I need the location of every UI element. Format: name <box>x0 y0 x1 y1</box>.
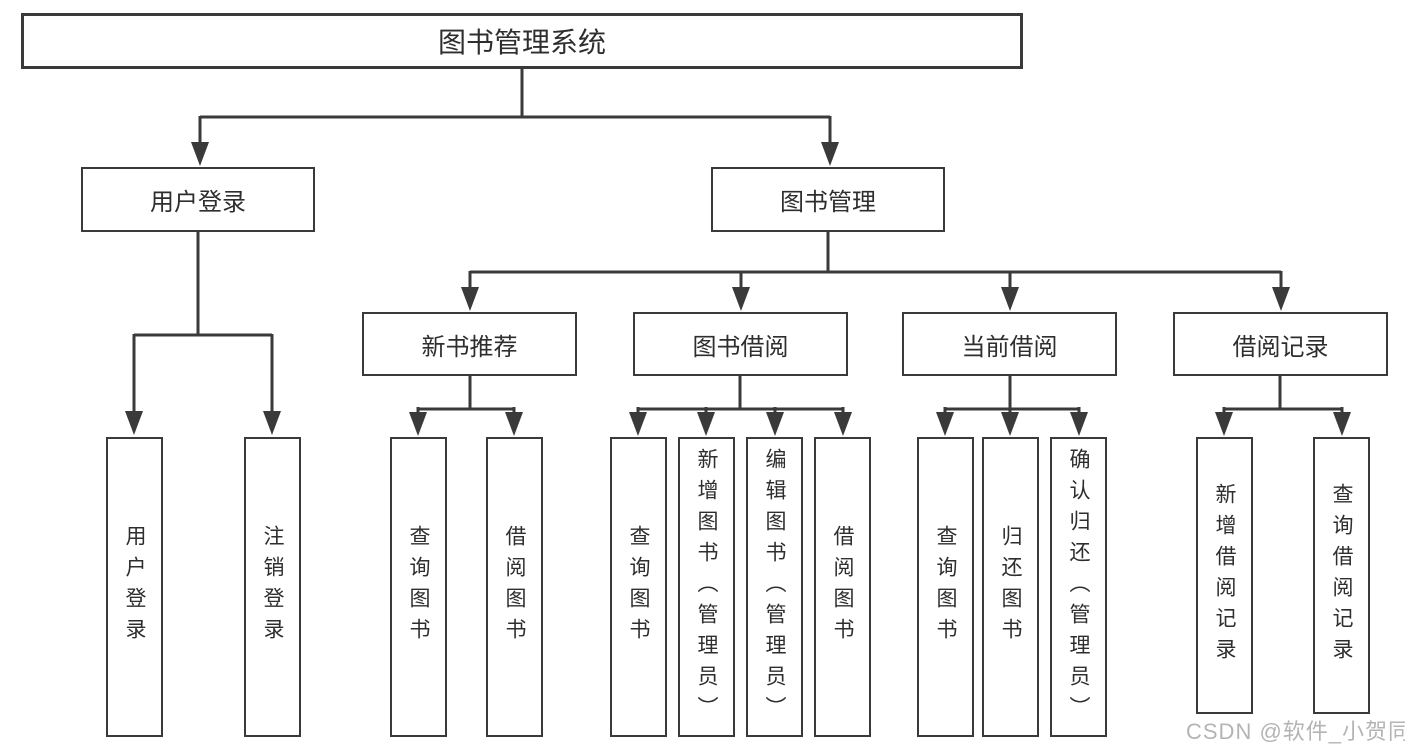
leaf-label: 查询图书 <box>627 525 650 649</box>
node-new-book-recommend: 新书推荐 <box>362 312 577 376</box>
node-user-login: 用户登录 <box>81 167 315 232</box>
leaf-query-books-borrow: 查询图书 <box>610 437 667 737</box>
leaf-query-books-current: 查询图书 <box>917 437 974 737</box>
leaf-label: 新增图书（管理员） <box>695 447 718 727</box>
leaf-label: 编辑图书（管理员） <box>763 447 786 727</box>
leaf-label: 查询图书 <box>407 525 430 649</box>
leaf-query-books-recommend: 查询图书 <box>390 437 447 737</box>
leaf-label: 查询图书 <box>934 525 957 649</box>
leaf-label: 归还图书 <box>999 525 1022 649</box>
leaf-label: 借阅图书 <box>503 525 526 649</box>
node-book-management: 图书管理 <box>711 167 945 232</box>
leaf-add-book-admin: 新增图书（管理员） <box>678 437 735 737</box>
node-current-borrow: 当前借阅 <box>902 312 1117 376</box>
leaf-logout: 注销登录 <box>244 437 301 737</box>
leaf-label: 用户登录 <box>123 525 146 649</box>
csdn-watermark: CSDN @软件_小贺同学 <box>1186 719 1405 744</box>
leaf-borrow-books-recommend: 借阅图书 <box>486 437 543 737</box>
leaf-label: 确认归还（管理员） <box>1067 447 1090 727</box>
leaf-label: 查询借阅记录 <box>1330 482 1353 669</box>
leaf-label: 注销登录 <box>261 525 284 649</box>
leaf-query-borrow-record: 查询借阅记录 <box>1313 437 1370 714</box>
leaf-edit-book-admin: 编辑图书（管理员） <box>746 437 803 737</box>
leaf-borrow-books: 借阅图书 <box>814 437 871 737</box>
leaf-label: 新增借阅记录 <box>1213 482 1236 669</box>
node-borrow-records: 借阅记录 <box>1173 312 1388 376</box>
leaf-label: 借阅图书 <box>831 525 854 649</box>
leaf-confirm-return-admin: 确认归还（管理员） <box>1050 437 1107 737</box>
leaf-return-books: 归还图书 <box>982 437 1039 737</box>
node-book-borrow: 图书借阅 <box>633 312 848 376</box>
node-library-management-system: 图书管理系统 <box>21 13 1023 69</box>
leaf-add-borrow-record: 新增借阅记录 <box>1196 437 1253 714</box>
leaf-user-login: 用户登录 <box>106 437 163 737</box>
arrowheads <box>125 142 1351 436</box>
